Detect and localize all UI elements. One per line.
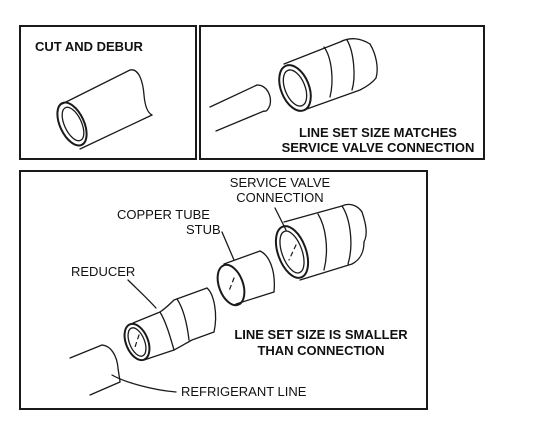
matching-connection-illustration <box>209 38 378 132</box>
cut-and-debur-panel: CUT AND DEBUR <box>19 25 197 160</box>
cut-tube-illustration <box>56 69 153 150</box>
refrigerant-line-label: REFRIGERANT LINE <box>181 384 307 399</box>
cut-and-debur-title: CUT AND DEBUR <box>35 39 143 54</box>
service-valve-label-line2: CONNECTION <box>236 190 324 205</box>
smaller-caption-line2: THAN CONNECTION <box>257 343 385 358</box>
matches-caption-line1: LINE SET SIZE MATCHES <box>299 125 457 140</box>
copper-tube-label-line2: STUB <box>186 222 221 237</box>
line-set-smaller-panel: SERVICE VALVE CONNECTION COPPER TUBE STU… <box>19 170 428 410</box>
line-set-matches-panel: LINE SET SIZE MATCHES SERVICE VALVE CONN… <box>199 25 485 160</box>
matches-caption-line2: SERVICE VALVE CONNECTION <box>281 140 475 155</box>
reducer-assembly-illustration <box>69 203 367 396</box>
reducer-label: REDUCER <box>71 264 136 279</box>
smaller-caption-line1: LINE SET SIZE IS SMALLER <box>234 327 408 342</box>
copper-tube-label-line1: COPPER TUBE <box>117 207 210 222</box>
service-valve-label-line1: SERVICE VALVE <box>229 175 331 190</box>
